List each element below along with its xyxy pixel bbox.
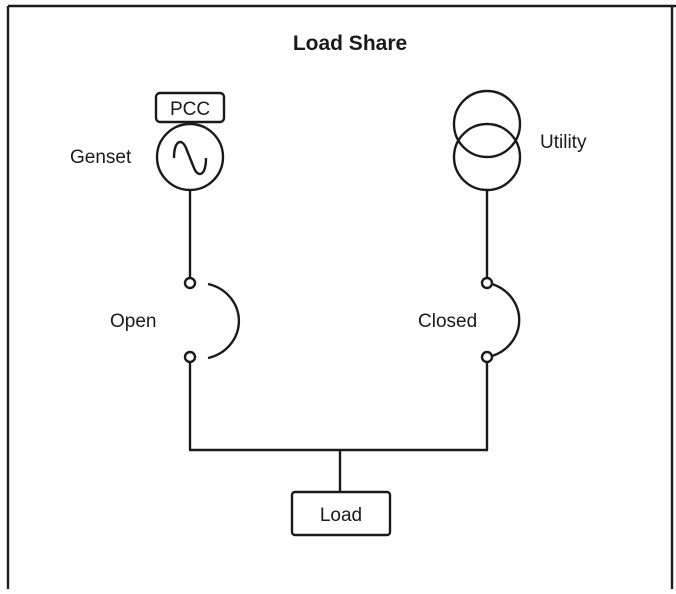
genset-label: Genset xyxy=(70,147,132,168)
utility-breaker-icon xyxy=(480,276,521,364)
load-box xyxy=(290,490,392,537)
diagram-title: Load Share xyxy=(293,32,407,55)
utility-breaker-status: Closed xyxy=(418,311,477,332)
genset-breaker-icon xyxy=(183,276,241,364)
pcc-box xyxy=(154,91,226,124)
pcc-label: PCC xyxy=(170,99,210,120)
utility-transformer-icon xyxy=(452,89,522,192)
utility-label: Utility xyxy=(540,132,587,153)
load-label: Load xyxy=(320,505,362,526)
genset-breaker-status: Open xyxy=(110,311,156,332)
genset-icon xyxy=(155,122,225,192)
